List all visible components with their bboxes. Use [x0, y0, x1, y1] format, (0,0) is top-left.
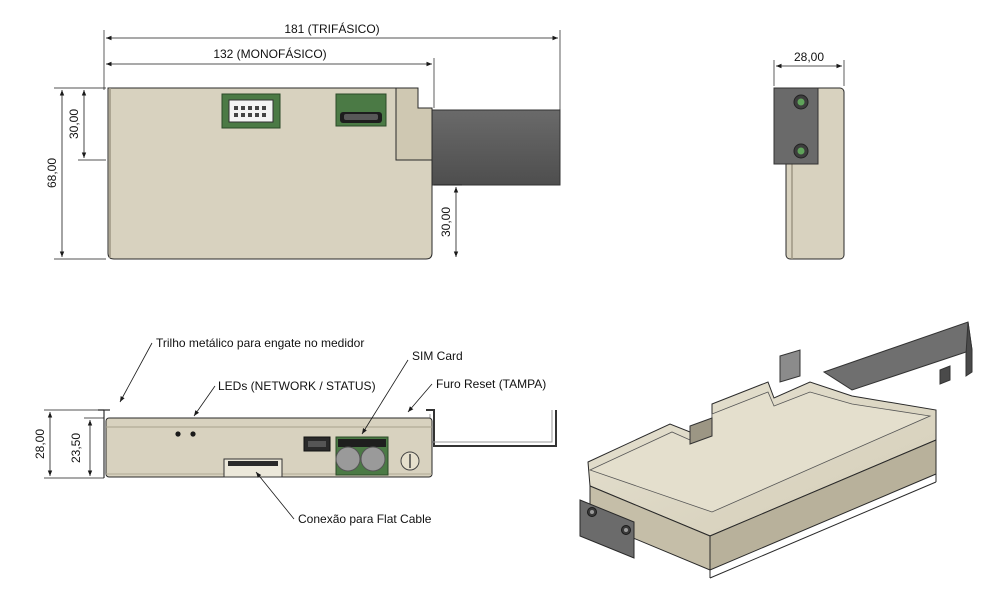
callout-rail: Trilho metálico para engate no medidor [156, 336, 364, 350]
sim-card-holder [335, 436, 389, 476]
side-view: 28,00 [773, 50, 845, 260]
bottom-view: 28,00 23,50 Trilho metálico para engate … [33, 336, 557, 526]
dim-monofasico: 132 (MONOFÁSICO) [213, 46, 326, 61]
dim-front-rail-upper: 30,00 [67, 109, 81, 139]
isometric-view [579, 321, 973, 579]
screw-icon [587, 507, 597, 517]
led-network [175, 431, 181, 437]
flat-cable-connector [223, 458, 283, 478]
led-status [190, 431, 196, 437]
screw-icon [793, 94, 809, 110]
dim-bottom-height: 28,00 [33, 429, 47, 459]
callout-sim: SIM Card [412, 349, 463, 363]
screw-icon [793, 143, 809, 159]
front-view: 181 (TRIFÁSICO) 132 (MONOFÁSICO) 68,00 3… [45, 21, 561, 260]
dim-side-depth: 28,00 [794, 50, 824, 64]
pcb-connector-left [221, 93, 281, 129]
callout-reset: Furo Reset (TAMPA) [436, 377, 546, 391]
callout-leds: LEDs (NETWORK / STATUS) [218, 379, 376, 393]
dim-front-height: 68,00 [45, 158, 59, 188]
dim-trifasico: 181 (TRIFÁSICO) [284, 21, 379, 36]
metal-rail [431, 109, 561, 186]
reset-hole-icon [400, 451, 420, 471]
callout-flat: Conexão para Flat Cable [298, 512, 432, 526]
front-body [107, 87, 433, 260]
screw-icon [621, 525, 631, 535]
pcb-connector-right [335, 93, 387, 127]
dim-bottom-body: 23,50 [69, 433, 83, 463]
dim-front-rail-lower: 30,00 [439, 207, 453, 237]
